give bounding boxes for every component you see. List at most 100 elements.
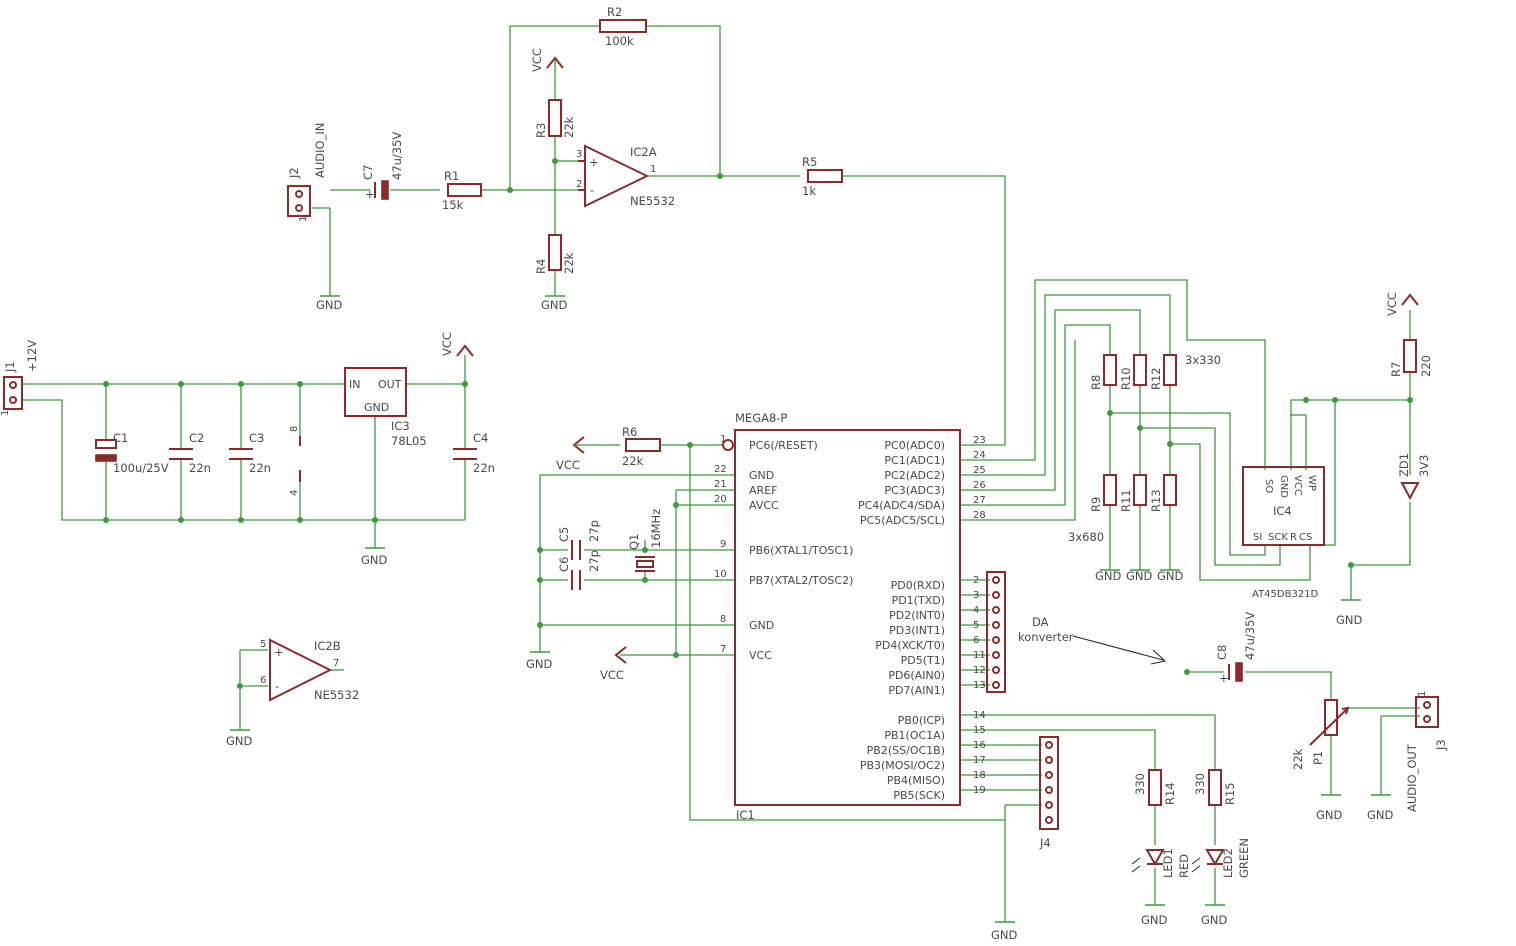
mcu-pin-num-15: 15 bbox=[973, 725, 986, 736]
gnd-label-led1: GND bbox=[1141, 913, 1168, 927]
pd-header-holes bbox=[992, 576, 1000, 689]
gnd-label-xtal: GND bbox=[526, 657, 553, 671]
mcu-pin-num-2: 2 bbox=[973, 575, 979, 586]
mcu-pin-num-22: 22 bbox=[714, 464, 727, 475]
j3-value: AUDIO_OUT bbox=[1405, 743, 1419, 812]
mcu-pin-num-4: 4 bbox=[973, 605, 979, 616]
gnd-label-j3: GND bbox=[1367, 808, 1394, 822]
mcu-pin-num-19: 19 bbox=[973, 785, 986, 796]
led1-value: RED bbox=[1177, 854, 1191, 878]
ic2b-minus: - bbox=[275, 679, 279, 693]
mcu-pin-label-1: PC6(/RESET) bbox=[749, 439, 818, 452]
resistor-r6[interactable]: R6 22k bbox=[622, 425, 661, 468]
r10-name: R10 bbox=[1119, 367, 1133, 390]
flash-ic4[interactable]: SO GND VCC WP IC4 SI SCK R CS AT45DB321D bbox=[1242, 466, 1325, 600]
vcc-label-mcu: VCC bbox=[600, 668, 624, 682]
mcu-pin-label-23: PC0(ADC0) bbox=[884, 439, 945, 452]
ground-symbols: GND GND GND GND GND GND GND GND GND GND … bbox=[226, 295, 1394, 942]
c5-name: C5 bbox=[557, 527, 571, 542]
connector-j1[interactable]: J1 +12V 1 bbox=[0, 340, 39, 416]
crystal-q1[interactable]: Q1 16MHz bbox=[627, 509, 663, 572]
led-led2[interactable]: LED2 GREEN bbox=[1191, 838, 1251, 878]
r13-name: R13 bbox=[1149, 489, 1163, 512]
capacitor-c4[interactable]: C4 22n bbox=[453, 431, 495, 475]
vcc-label-r7: VCC bbox=[1385, 292, 1399, 316]
resistor-r5[interactable]: R5 1k bbox=[802, 155, 843, 198]
connector-j3[interactable]: 1 AUDIO_OUT J3 bbox=[1405, 691, 1448, 812]
gnd-label-r4: GND bbox=[541, 298, 568, 312]
resistor-r10[interactable]: R10 bbox=[1119, 354, 1147, 390]
mcu-pin-label-4: PD2(INT0) bbox=[889, 609, 945, 622]
mcu-pin-label-6: PD4(XCK/T0) bbox=[875, 639, 945, 652]
pd-header-hole bbox=[992, 681, 1000, 689]
mcu-pin-label-14: PB0(ICP) bbox=[898, 714, 945, 727]
gnd-label-r9: GND bbox=[1095, 569, 1122, 583]
led-led1[interactable]: LED1 RED bbox=[1131, 848, 1191, 878]
gnd-label-j2: GND bbox=[316, 298, 343, 312]
resistor-r8[interactable]: R8 bbox=[1089, 354, 1117, 390]
ic2b-plus: + bbox=[274, 645, 284, 659]
c8-value: 47u/35V bbox=[1243, 612, 1257, 660]
resistor-r12[interactable]: R12 bbox=[1149, 354, 1177, 390]
mcu-pin-num-20: 20 bbox=[714, 494, 727, 505]
opamp-ic2a[interactable]: + - 3 2 1 IC2A NE5532 bbox=[576, 144, 675, 208]
resistor-r13[interactable]: R13 bbox=[1149, 474, 1177, 512]
connector-j2[interactable]: J2 AUDIO_IN 1 bbox=[287, 123, 327, 222]
led2-name: LED2 bbox=[1221, 848, 1235, 878]
c8-polarity: + bbox=[1219, 671, 1229, 685]
mcu-pin-num-27: 27 bbox=[973, 495, 986, 506]
gnd-label-j4: GND bbox=[991, 928, 1018, 942]
ic4-pin-gnd: GND bbox=[1278, 475, 1289, 498]
capacitor-c3[interactable]: C3 22n bbox=[229, 431, 271, 475]
capacitor-c5[interactable]: C5 27p bbox=[557, 520, 601, 560]
power-pin-4: 4 bbox=[289, 490, 300, 496]
resistor-r15[interactable]: 330 R15 bbox=[1193, 769, 1237, 806]
q1-name: Q1 bbox=[627, 534, 641, 550]
mcu-pin-num-11: 11 bbox=[973, 650, 986, 661]
resistor-group-top-label: 3x330 bbox=[1185, 353, 1221, 367]
resistor-r4[interactable]: R4 22k bbox=[534, 234, 576, 274]
resistor-r2[interactable]: R2 100k bbox=[599, 5, 647, 48]
pd-header-hole bbox=[992, 576, 1000, 584]
mcu-pin-num-5: 5 bbox=[973, 620, 979, 631]
power-pin-8: 8 bbox=[289, 426, 300, 432]
gnd-label-r11: GND bbox=[1126, 569, 1153, 583]
mcu-pin-label-11: PD5(T1) bbox=[901, 654, 945, 667]
capacitor-c7[interactable]: C7 47u/35V + bbox=[361, 132, 404, 201]
ic4-pin-so: SO bbox=[1263, 479, 1274, 493]
regulator-ic3[interactable]: IN OUT GND IC3 78L05 bbox=[344, 367, 427, 448]
ic4-pin-si: SI bbox=[1253, 532, 1262, 543]
mcu-pin-label-26: PC3(ADC3) bbox=[884, 484, 945, 497]
mcu-pin-label-22: GND bbox=[749, 469, 774, 482]
ic2a-name: IC2A bbox=[630, 145, 657, 159]
ic2a-pin1: 1 bbox=[650, 164, 656, 175]
opamp-ic2b[interactable]: + - 5 6 7 IC2B NE5532 bbox=[260, 638, 359, 702]
gnd-label-r13: GND bbox=[1157, 569, 1184, 583]
resistor-r14[interactable]: 330 R14 bbox=[1133, 769, 1177, 806]
ic3-value: 78L05 bbox=[391, 434, 427, 448]
ic2a-pin2: 2 bbox=[576, 179, 582, 190]
capacitor-c2[interactable]: C2 22n bbox=[169, 431, 211, 475]
j4-hole bbox=[1045, 786, 1053, 794]
resistor-r1[interactable]: R1 15k bbox=[442, 169, 482, 212]
capacitor-c6[interactable]: C6 27p bbox=[557, 550, 601, 590]
connector-j4[interactable]: J4 bbox=[1039, 736, 1059, 850]
resistor-r11[interactable]: R11 bbox=[1119, 474, 1147, 512]
resistor-r7[interactable]: R7 220 bbox=[1389, 339, 1433, 377]
mcu-pin-num-9: 9 bbox=[720, 539, 726, 550]
pot-p1[interactable]: 22k P1 bbox=[1291, 699, 1350, 770]
resistor-r3[interactable]: R3 22k bbox=[534, 99, 576, 138]
pd-header[interactable] bbox=[986, 571, 1006, 693]
c6-name: C6 bbox=[557, 557, 571, 572]
capacitor-c1[interactable]: C1 100u/25V bbox=[95, 431, 169, 475]
capacitor-c8[interactable]: C8 47u/35V + bbox=[1215, 612, 1257, 685]
ic2a-minus: - bbox=[590, 183, 594, 197]
resistor-r9[interactable]: R9 bbox=[1089, 474, 1117, 512]
mcu-pin-num-13: 13 bbox=[973, 680, 986, 691]
zener-zd1[interactable]: ZD1 3V3 bbox=[1397, 453, 1431, 501]
r14-name: R14 bbox=[1163, 782, 1177, 805]
pd-header-hole bbox=[992, 651, 1000, 659]
ic2a-value: NE5532 bbox=[630, 194, 675, 208]
